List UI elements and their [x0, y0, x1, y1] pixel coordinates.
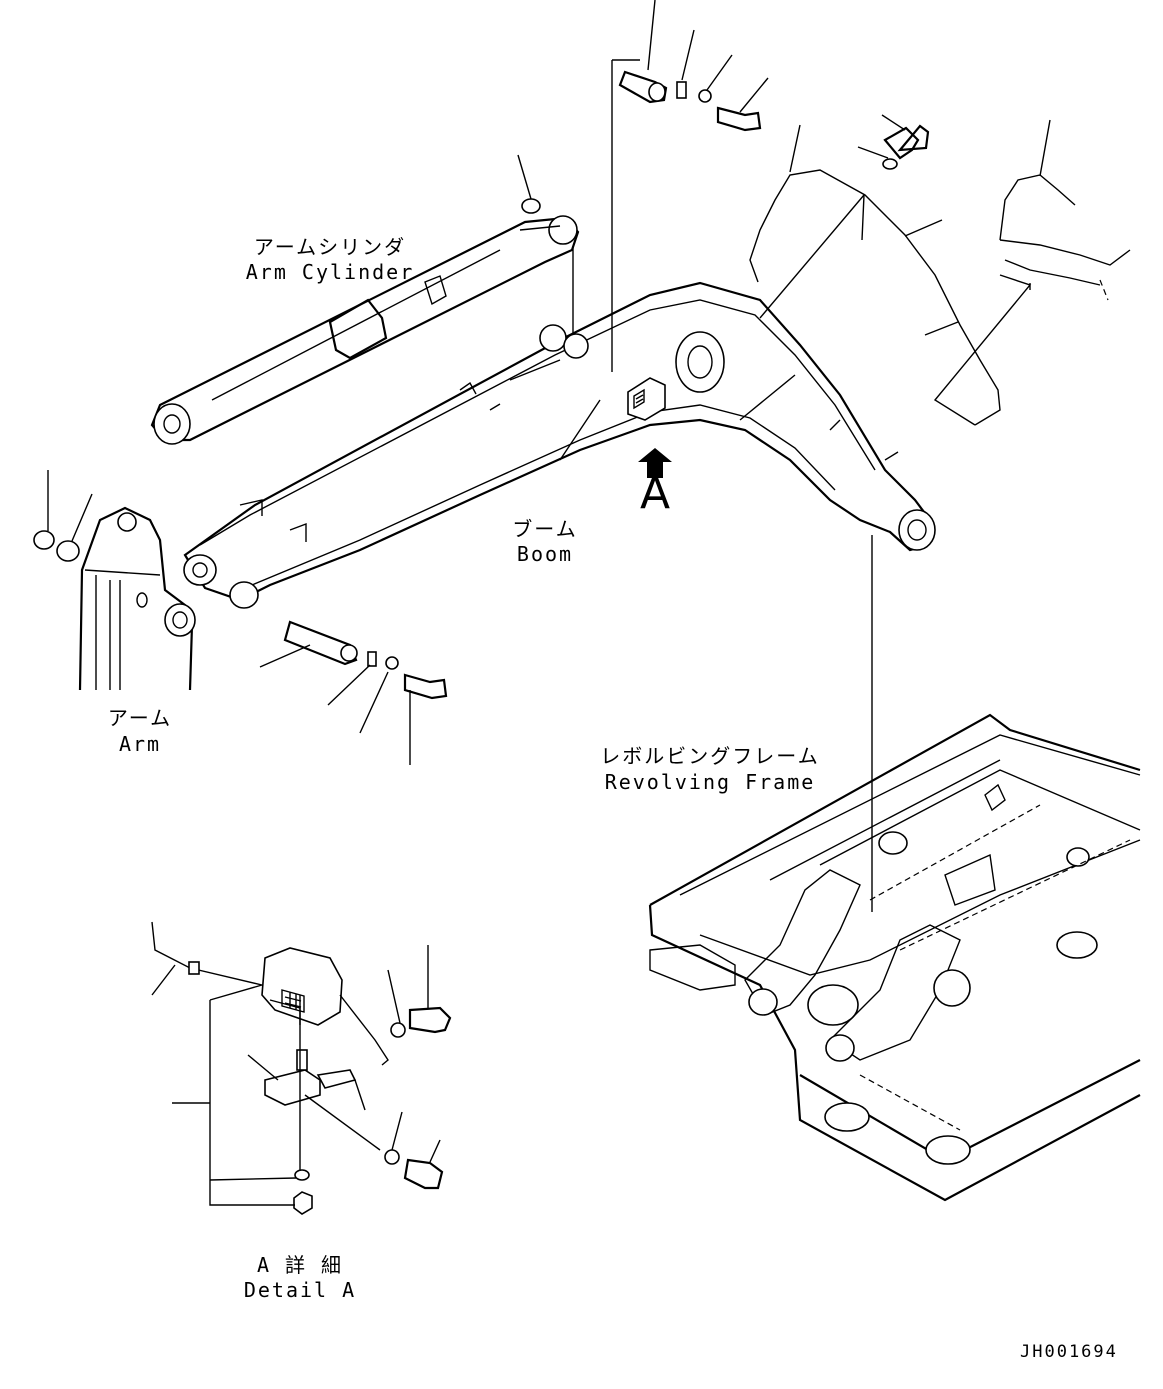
- boom-drawing: [183, 281, 936, 609]
- arm-cylinder-drawing: [150, 154, 580, 445]
- detail-a-drawing: [151, 921, 452, 1215]
- boom-label-en: Boom: [516, 542, 574, 566]
- boom-label-jp: ブーム: [512, 517, 578, 541]
- view-arrow: [638, 448, 672, 478]
- arm-cylinder-label-jp: アームシリンダ: [253, 235, 407, 259]
- detail-a-label-jp: A 詳 細: [256, 1253, 344, 1277]
- drawing-number: JH001694: [1020, 1342, 1118, 1362]
- wiring-harness: [749, 114, 1131, 426]
- revolving-frame-drawing: [648, 713, 1141, 1202]
- revolving-frame-label-jp: レボルビングフレーム: [600, 744, 820, 768]
- revolving-frame-label-en: Revolving Frame: [604, 770, 816, 794]
- arm-cylinder-label-en: Arm Cylinder: [245, 260, 415, 284]
- detail-a-label-en: Detail A: [243, 1278, 357, 1302]
- pins-and-bolts: [259, 0, 769, 765]
- arm-label-jp: アーム: [107, 706, 173, 730]
- arm-label-en: Arm: [118, 732, 162, 756]
- work-light-on-boom: [627, 377, 666, 421]
- view-a-marker: A: [639, 468, 671, 519]
- arm-drawing: [33, 470, 196, 691]
